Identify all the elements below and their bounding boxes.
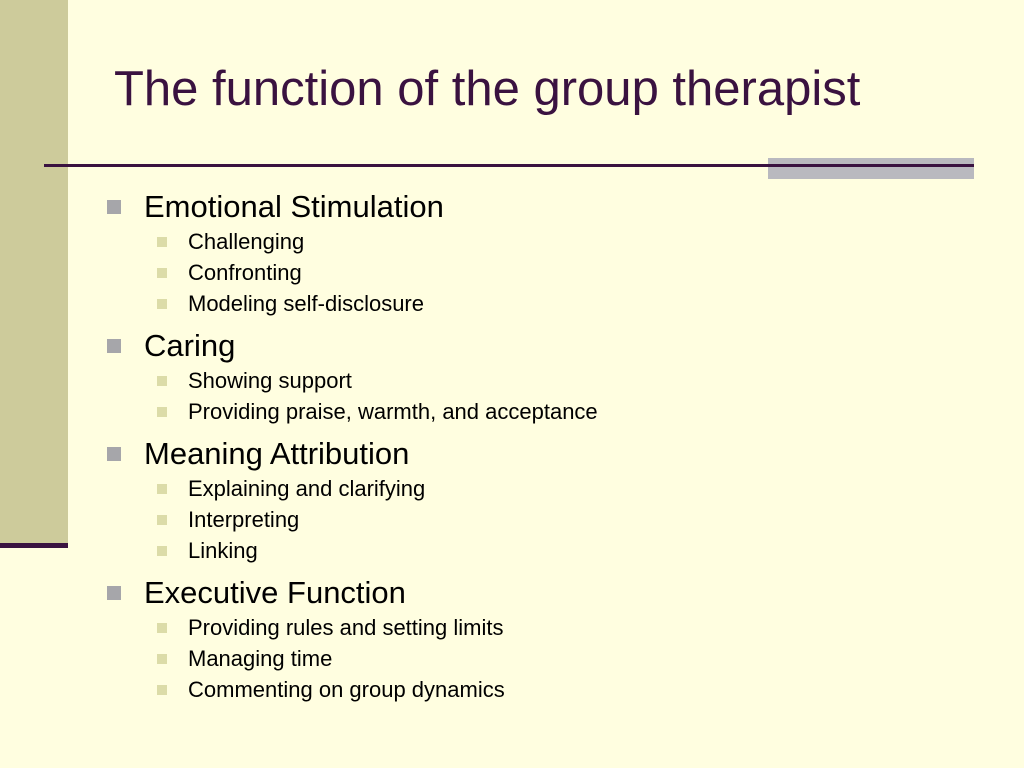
small-square-bullet-icon [157, 653, 167, 664]
small-square-bullet-icon [157, 545, 167, 556]
outline-item-text: Challenging [188, 228, 305, 254]
square-bullet-icon [107, 200, 121, 214]
outline-section: Meaning Attribution Explaining and clari… [104, 435, 984, 566]
outline-heading-text: Executive Function [144, 575, 406, 610]
square-bullet-icon [107, 447, 121, 461]
bullet-outline: Emotional Stimulation Challenging Confro… [104, 188, 984, 713]
small-square-bullet-icon [157, 622, 167, 633]
outline-heading: Meaning Attribution [104, 435, 984, 473]
outline-item-text: Providing rules and setting limits [188, 614, 504, 640]
outline-heading-text: Emotional Stimulation [144, 189, 444, 224]
outline-item: Modeling self-disclosure [104, 288, 984, 319]
small-square-bullet-icon [157, 483, 167, 494]
outline-item: Showing support [104, 365, 984, 396]
outline-section: Caring Showing support Providing praise,… [104, 327, 984, 427]
outline-heading: Executive Function [104, 574, 984, 612]
title-divider-line [44, 164, 974, 167]
side-decoration-underline [0, 543, 68, 548]
outline-item: Providing praise, warmth, and acceptance [104, 396, 984, 427]
outline-item: Interpreting [104, 504, 984, 535]
outline-heading: Emotional Stimulation [104, 188, 984, 226]
side-decoration-strip [0, 0, 68, 543]
outline-section: Executive Function Providing rules and s… [104, 574, 984, 705]
outline-item-text: Commenting on group dynamics [188, 676, 505, 702]
outline-item-text: Linking [188, 537, 258, 563]
title-accent-bar [768, 158, 974, 179]
slide-title: The function of the group therapist [114, 62, 861, 116]
outline-item: Providing rules and setting limits [104, 612, 984, 643]
outline-item: Commenting on group dynamics [104, 674, 984, 705]
small-square-bullet-icon [157, 406, 167, 417]
small-square-bullet-icon [157, 267, 167, 278]
outline-item: Confronting [104, 257, 984, 288]
small-square-bullet-icon [157, 375, 167, 386]
outline-item-text: Showing support [188, 367, 352, 393]
square-bullet-icon [107, 586, 121, 600]
outline-item-text: Modeling self-disclosure [188, 290, 424, 316]
small-square-bullet-icon [157, 684, 167, 695]
outline-item-text: Providing praise, warmth, and acceptance [188, 398, 598, 424]
square-bullet-icon [107, 339, 121, 353]
outline-item-text: Confronting [188, 259, 302, 285]
outline-item-text: Interpreting [188, 506, 300, 532]
outline-item: Linking [104, 535, 984, 566]
outline-item: Challenging [104, 226, 984, 257]
outline-item: Explaining and clarifying [104, 473, 984, 504]
small-square-bullet-icon [157, 298, 167, 309]
outline-heading-text: Meaning Attribution [144, 436, 410, 471]
outline-item: Managing time [104, 643, 984, 674]
outline-section: Emotional Stimulation Challenging Confro… [104, 188, 984, 319]
small-square-bullet-icon [157, 514, 167, 525]
outline-item-text: Managing time [188, 645, 333, 671]
outline-item-text: Explaining and clarifying [188, 475, 426, 501]
small-square-bullet-icon [157, 236, 167, 247]
outline-heading-text: Caring [144, 328, 236, 363]
outline-heading: Caring [104, 327, 984, 365]
